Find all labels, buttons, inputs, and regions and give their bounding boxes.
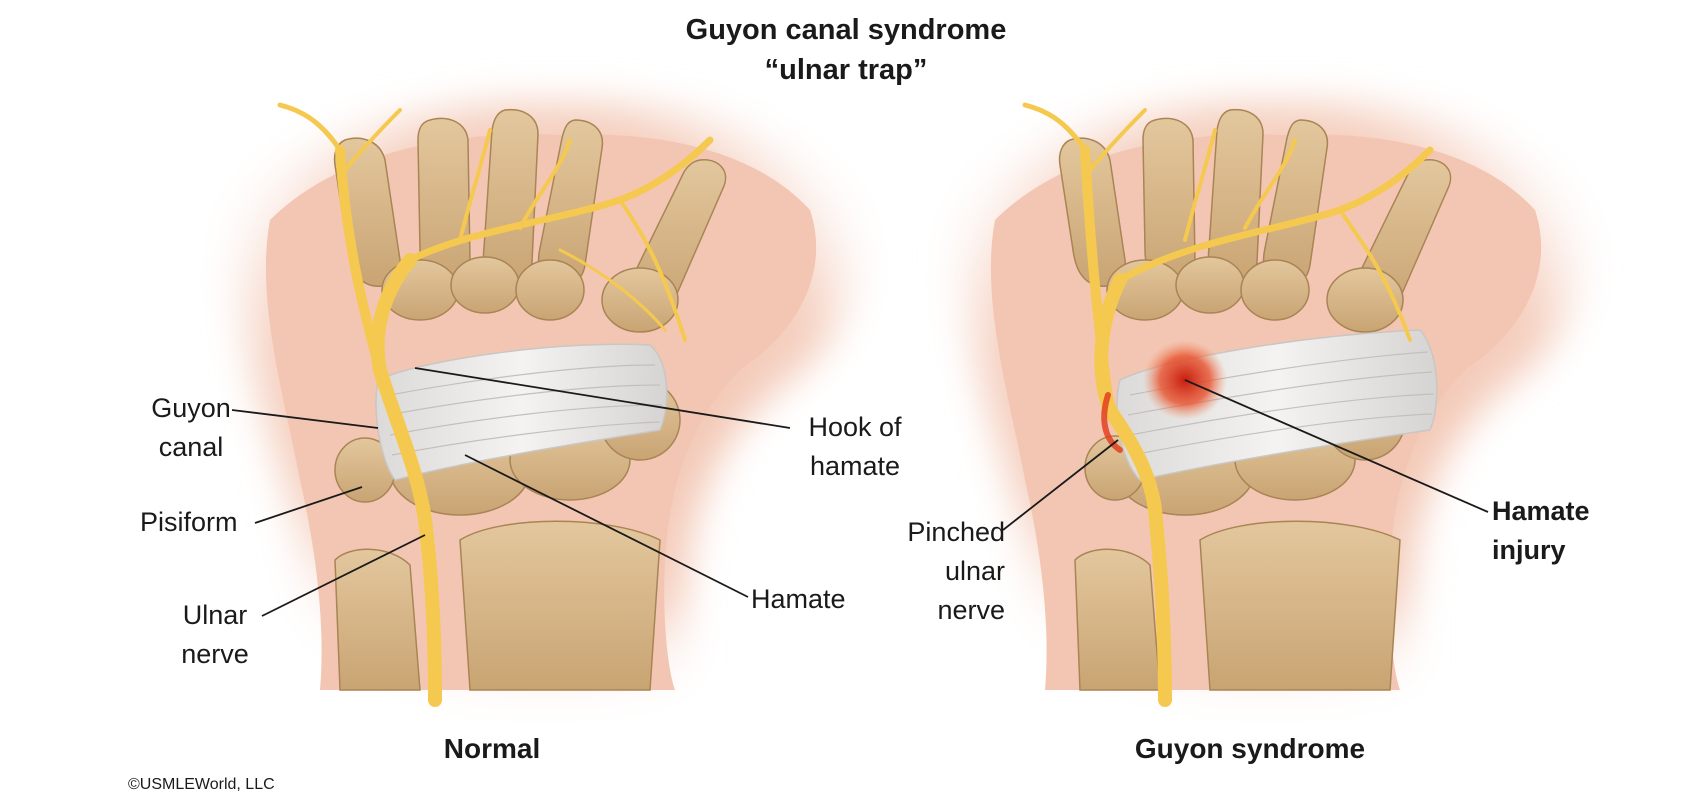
figure-title-line-2: “ulnar trap” <box>764 54 928 86</box>
ulnar-nerve-leader <box>261 534 426 617</box>
normal-wrist-illustration <box>226 99 864 707</box>
label-pisiform: Pisiform <box>140 507 238 537</box>
label-hamate-injury: Hamate injury <box>1492 496 1590 565</box>
figure-title-line-1: Guyon canal syndrome <box>685 14 1007 46</box>
label-ulnar-nerve: Ulnar nerve <box>181 600 249 669</box>
label-pinched-ulnar-nerve: Pinched ulnar nerve <box>907 517 1005 625</box>
right-ulnar-nerve <box>1022 102 1434 707</box>
left-ligament-fibers <box>387 364 663 456</box>
left-ulnar-nerve <box>277 102 714 707</box>
pisiform-leader <box>254 486 363 524</box>
right-forearm-bones <box>1074 520 1401 691</box>
label-hook-of-hamate: Hook of hamate <box>808 412 902 481</box>
guyon-syndrome-wrist-illustration <box>951 99 1589 707</box>
hook-of-hamate-leader <box>414 367 791 429</box>
copyright-notice: ©USMLEWorld, LLC <box>128 776 275 793</box>
pinched-ulnar-nerve-leader <box>1002 439 1119 531</box>
left-carpal-ligament <box>375 343 668 481</box>
left-forearm-bones <box>334 520 661 691</box>
hamate-injury-leader <box>1184 379 1489 513</box>
label-hamate: Hamate <box>751 584 846 614</box>
label-guyon-canal: Guyon canal <box>151 393 231 462</box>
leader-lines <box>231 367 1489 617</box>
guyon-canal-leader <box>231 409 379 429</box>
caption-guyon-syndrome: Guyon syndrome <box>1134 733 1366 764</box>
caption-normal: Normal <box>443 733 541 764</box>
hamate-leader <box>464 454 749 598</box>
pinched-nerve-highlight <box>1101 392 1123 453</box>
